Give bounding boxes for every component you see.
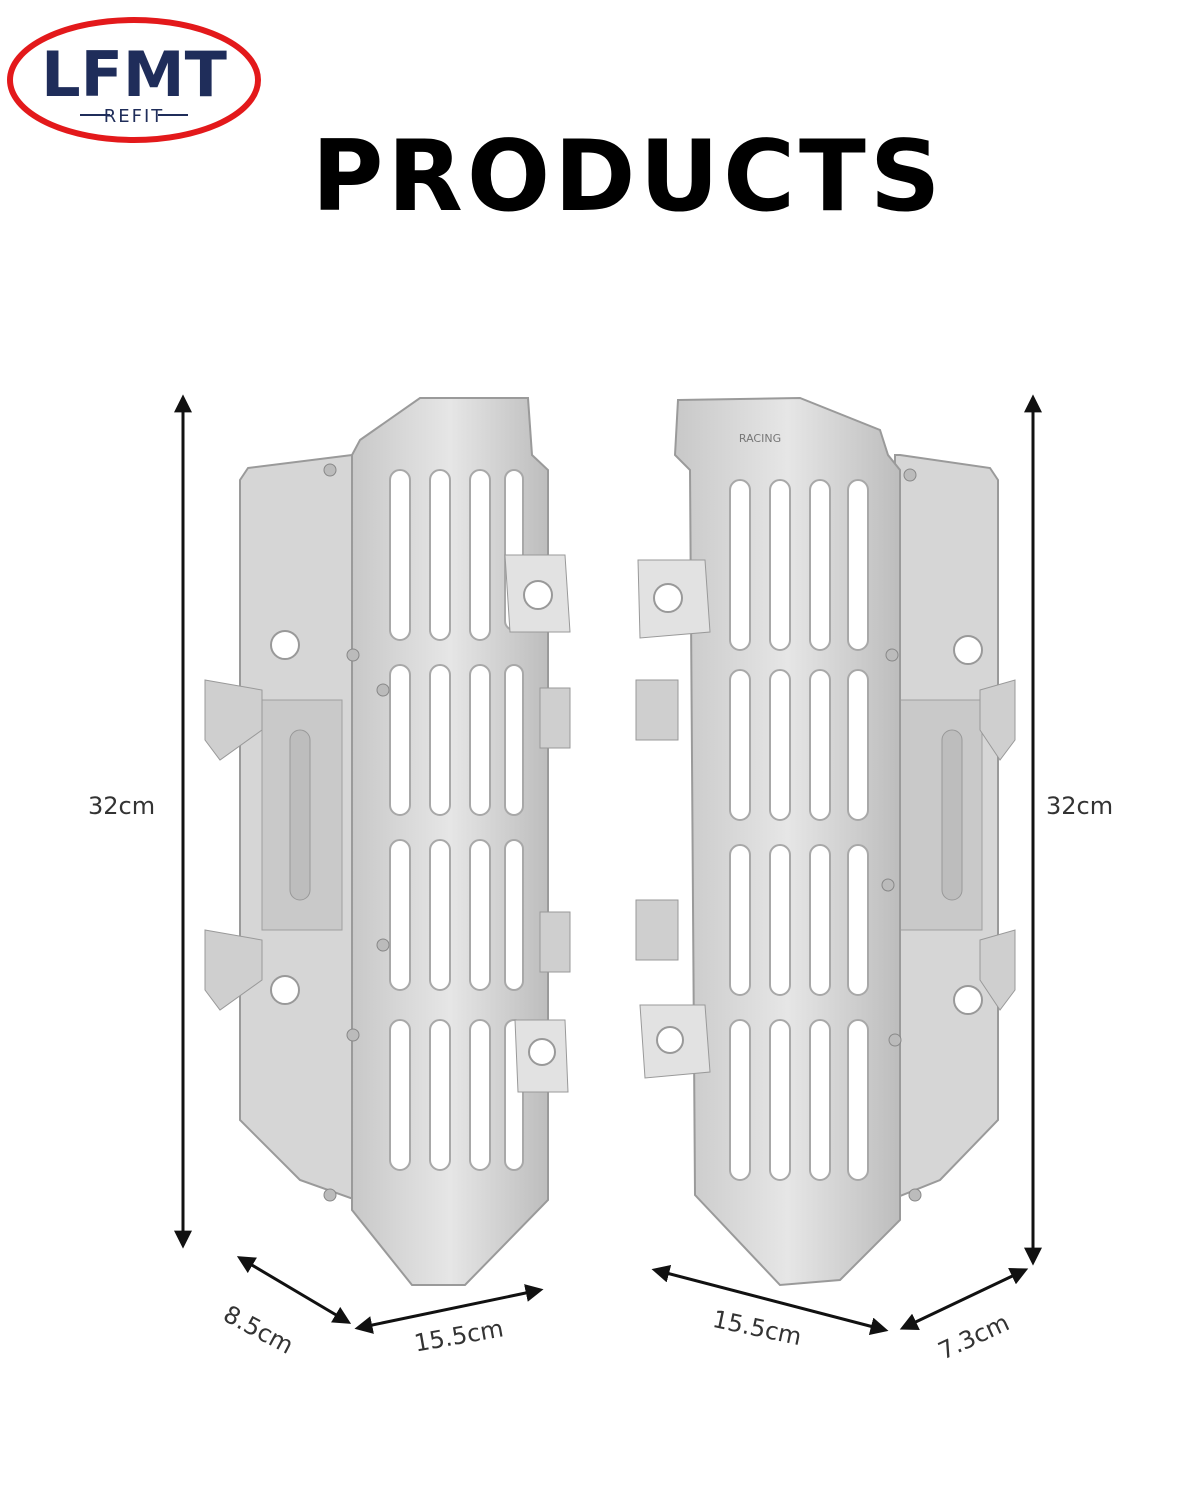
- left-height-label: 32cm: [88, 792, 156, 820]
- logo-main-text: LFMT: [41, 38, 227, 111]
- racing-label: RACING: [739, 432, 781, 445]
- left-radiator-guard: [204, 397, 571, 1286]
- logo-sub-text: REFIT: [104, 106, 165, 127]
- right-radiator-guard: RACING: [635, 396, 1016, 1287]
- page-title: PRODUCTS: [311, 120, 945, 234]
- brand-logo: LFMT REFIT: [7, 17, 261, 143]
- dimension-arrows: [174, 394, 1042, 1336]
- right-height-label: 32cm: [1046, 792, 1114, 820]
